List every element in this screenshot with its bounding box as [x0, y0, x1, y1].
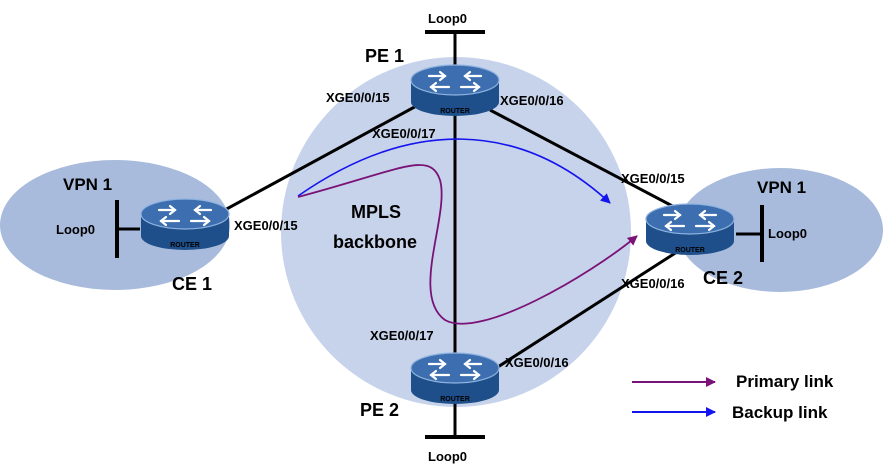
router-pe1[interactable]: ROUTER [409, 63, 501, 118]
router-ce1[interactable]: ROUTER [139, 197, 231, 252]
ce1-name: CE 1 [172, 274, 212, 294]
pe1-name: PE 1 [365, 46, 404, 66]
router-badge-ce1: ROUTER [170, 242, 200, 249]
router-badge-pe2: ROUTER [440, 396, 470, 403]
pe2-loop0: Loop0 [428, 449, 467, 464]
ce2-loop0: Loop0 [768, 226, 807, 241]
backbone-label-1: MPLS [351, 202, 401, 222]
ce1-if-pe1: XGE0/0/15 [234, 218, 298, 233]
backbone-label-2: backbone [333, 232, 417, 252]
pe1-if-ce2: XGE0/0/16 [500, 93, 564, 108]
link-ce1-pe1 [209, 102, 421, 220]
vpn1-right-label: VPN 1 [757, 178, 806, 197]
ce2-name: CE 2 [703, 268, 743, 288]
router-badge-ce2: ROUTER [675, 247, 705, 254]
pe1-if-ce1: XGE0/0/15 [326, 90, 390, 105]
router-ce2[interactable]: ROUTER [644, 202, 736, 257]
vpn1-right-area [677, 168, 883, 292]
ce1-loop0: Loop0 [56, 222, 95, 237]
backup-link-path [297, 138, 611, 204]
legend-backup-label: Backup link [732, 403, 828, 422]
pe2-if-ce2: XGE0/0/16 [505, 355, 569, 370]
loopback-bars [115, 30, 764, 439]
link-pe2-ce2 [489, 248, 681, 374]
link-pe1-ce2 [489, 108, 681, 212]
router-badge-pe1: ROUTER [440, 108, 470, 115]
pe1-if-pe2: XGE0/0/17 [372, 126, 436, 141]
ce2-if-pe2: XGE0/0/16 [621, 276, 685, 291]
router-pe2[interactable]: ROUTER [409, 351, 501, 406]
pe2-if-pe1: XGE0/0/17 [370, 328, 434, 343]
legend-primary-label: Primary link [736, 372, 834, 391]
legend: Primary link Backup link [632, 372, 834, 422]
primary-link-path [297, 164, 638, 325]
vpn1-left-label: VPN 1 [63, 175, 112, 194]
ce2-if-pe1: XGE0/0/15 [621, 171, 685, 186]
pe1-loop0: Loop0 [428, 11, 467, 26]
pe2-name: PE 2 [360, 400, 399, 420]
